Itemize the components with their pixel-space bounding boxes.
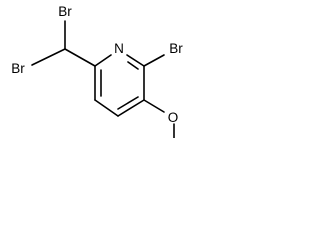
bond-c2-br bbox=[143, 54, 165, 67]
bromine-label-left: Br bbox=[11, 61, 25, 76]
substituent-bonds bbox=[31, 20, 175, 138]
bond-n-c2 bbox=[126, 54, 145, 67]
nitrogen-label: N bbox=[114, 41, 124, 56]
bond-c6-n bbox=[94, 54, 112, 67]
bromine-label-upper: Br bbox=[58, 4, 72, 19]
oxygen-label: O bbox=[168, 110, 179, 125]
bromine-label-c2: Br bbox=[169, 41, 183, 56]
chemical-structure: N Br Br Br O bbox=[11, 4, 183, 138]
bond-ch-br-left bbox=[31, 48, 66, 66]
bond-c3-c4 bbox=[117, 99, 145, 117]
bond-c3-o bbox=[143, 99, 165, 113]
bond-c4-c5 bbox=[94, 99, 119, 117]
bond-c6-ch bbox=[64, 48, 96, 67]
bond-n-c2-inner bbox=[127, 61, 139, 70]
pyridine-ring bbox=[94, 54, 145, 117]
bond-c3-c4-inner bbox=[117, 96, 139, 110]
atom-labels: N Br Br Br O bbox=[11, 4, 183, 125]
